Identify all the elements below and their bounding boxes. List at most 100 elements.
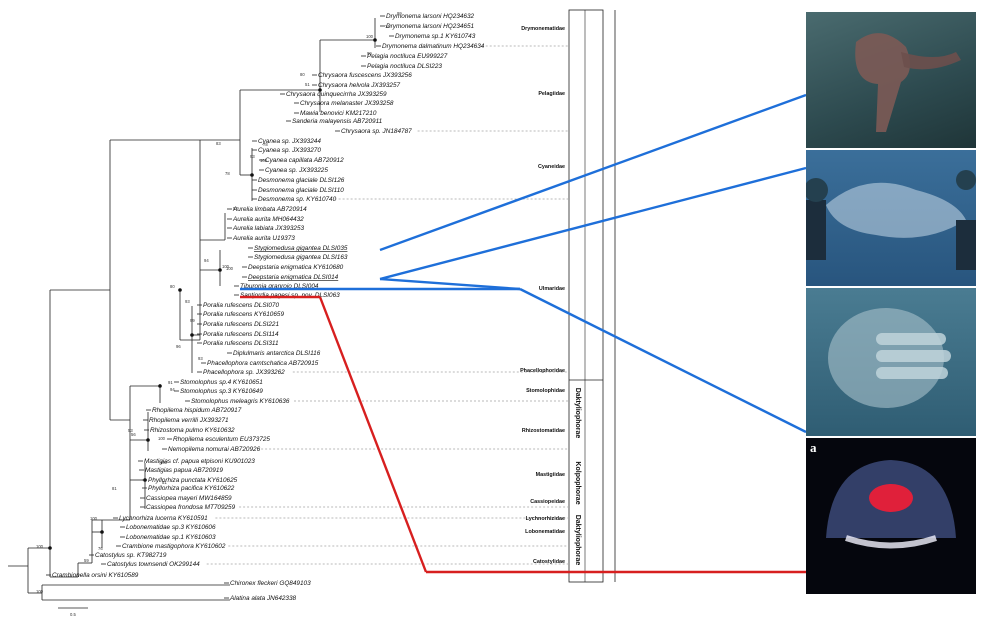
- family-label: Stomolophidae: [526, 388, 565, 394]
- support-value: 100: [90, 516, 98, 521]
- support-value: 94: [204, 258, 209, 263]
- taxon-label: Stygiomedusa gigantea DLSI035: [254, 245, 348, 252]
- taxon-label: Stygiomedusa gigantea DLSI163: [254, 254, 348, 261]
- photo-deepstaria: [806, 150, 976, 286]
- taxon-label: Cyanea capillata AB720912: [265, 157, 344, 164]
- suborder-label: Daktyliophorae: [574, 515, 581, 566]
- taxon-label: Drymonema larsoni HQ234651: [386, 23, 475, 30]
- support-value: 94: [170, 387, 175, 392]
- taxon-label: Drymonema sp.1 KY610743: [395, 33, 476, 40]
- taxon-label: Sanderia malayensis AB720911: [292, 118, 383, 125]
- taxon-label: Lobonematidae sp.1 KY610603: [126, 534, 216, 541]
- taxon-label: Catostylus townsendi OK299144: [107, 561, 200, 568]
- taxon-label: Alatina alata JN642338: [229, 595, 297, 602]
- support-value: 74: [385, 24, 390, 29]
- support-value: 80: [170, 284, 175, 289]
- taxon-label: Phacellophora sp. JX393262: [203, 369, 285, 376]
- taxon-label: Rhopilema verrilli JX393271: [149, 417, 229, 424]
- jellyfish-silhouette-2: [806, 170, 976, 270]
- taxon-label: Chrysaora melanaster JX393258: [300, 100, 394, 107]
- support-value: 93: [250, 154, 255, 159]
- support-value: 51: [162, 480, 167, 485]
- taxon-label: Deepstaria enigmatica DLSI014: [248, 274, 339, 281]
- family-label: Catostylidae: [533, 559, 565, 565]
- taxon-label: Desmonema glaciale DLSI110: [258, 187, 344, 194]
- family-label: Cyaneidae: [538, 164, 565, 170]
- taxon-label: Poralia rufescens DLSI221: [203, 321, 279, 328]
- family-label: Ulmaridae: [539, 286, 565, 292]
- family-label: Mastigiidae: [536, 472, 565, 478]
- support-value: 51: [305, 82, 310, 87]
- support-value: 57: [233, 206, 238, 211]
- taxon-label: Cassiopea frondosa MT709259: [146, 504, 236, 511]
- taxon-label: Desmonema glaciale DLSI126: [258, 177, 345, 184]
- taxon-label: Stomolophus sp.3 KY610649: [180, 388, 263, 395]
- support-value: 100: [36, 589, 44, 594]
- support-value: 93: [185, 299, 190, 304]
- support-value: 100: [226, 266, 234, 271]
- support-value: 100: [260, 158, 268, 163]
- support-value: 80: [300, 72, 305, 77]
- taxon-label: Poralia rufescens DLSI070: [203, 302, 279, 309]
- photo-stygiomedusa: [806, 12, 976, 148]
- taxon-label: Aurelia limbata AB720914: [232, 206, 307, 213]
- taxon-label: Desmonema sp. KY610740: [258, 196, 337, 203]
- support-value: 76: [98, 546, 103, 551]
- taxon-label: Mastigias cf. papua etpisoni KU901023: [144, 458, 255, 465]
- jellyfish-silhouette-4: [826, 460, 956, 549]
- taxon-label: Crambione mastigophora KY610602: [122, 543, 226, 550]
- family-label: Pelagiidae: [538, 91, 565, 97]
- taxon-label: Poralia rufescens DLSI114: [203, 331, 279, 338]
- taxon-label: Drymonema dalmatinum HQ234634: [382, 43, 485, 50]
- taxon-label: Chrysaora fuscescens JX393256: [318, 72, 412, 79]
- taxon-label: Drymonema larsoni HQ234632: [386, 13, 475, 20]
- support-value: 83: [216, 141, 221, 146]
- family-label: Lychnorhizidae: [526, 516, 565, 522]
- taxon-label: Phyllorhiza pacifica KY610622: [148, 485, 235, 492]
- taxon-label: Aurelia aurita MH064432: [232, 216, 304, 223]
- taxon-label: Stomolophus meleagris KY610636: [191, 398, 290, 405]
- family-labels: DrymonematidaePelagiidaeCyaneidaeUlmarid…: [520, 26, 565, 565]
- taxon-label: Deepstaria enigmatica KY610680: [248, 264, 344, 271]
- taxon-label: Chrysaora sp. JN184787: [341, 128, 412, 135]
- taxon-label: Stomolophus sp.4 KY610651: [180, 379, 263, 386]
- family-label: Phacellophoridae: [520, 368, 565, 374]
- support-values: 9974100998051789310078835710010094809399…: [36, 11, 402, 594]
- support-value: 96: [176, 344, 181, 349]
- taxon-label: Santjordia pagesi sp. nov. DLSI063: [240, 292, 340, 299]
- support-value: 100: [222, 264, 230, 269]
- taxon-label: Rhopilema esculentum EU373725: [173, 436, 270, 443]
- support-value: 99: [367, 51, 372, 56]
- taxon-label: Mastigias papua AB720919: [145, 467, 223, 474]
- support-value: 100: [158, 436, 166, 441]
- taxon-label: Crambionella orsini KY610589: [52, 572, 139, 579]
- taxon-label: Poralia rufescens DLSI311: [203, 340, 279, 347]
- family-label: Drymonematidae: [521, 26, 565, 32]
- support-value: 93: [198, 356, 203, 361]
- taxon-label: Rhopilema hispidum AB720917: [152, 407, 242, 414]
- taxon-label: Poralia rufescens KY610659: [203, 311, 284, 318]
- taxon-label: Cyanea sp. JX393270: [258, 147, 321, 154]
- photo-santjordia: a: [806, 438, 976, 594]
- support-value: 99: [190, 318, 195, 323]
- taxon-label: Chrysaora helvola JX393257: [318, 82, 401, 89]
- taxon-label: Phacellophora camtschatica AB720915: [207, 360, 319, 367]
- taxon-label: Rhizostoma pulmo KY610632: [150, 427, 235, 434]
- support-value: 56: [131, 432, 136, 437]
- support-value: 81: [112, 486, 117, 491]
- family-label: Cassiopeidae: [530, 499, 565, 505]
- taxon-label: Aurelia aurita U19373: [232, 235, 295, 242]
- support-value: 100: [160, 460, 168, 465]
- support-value: 100: [36, 544, 44, 549]
- taxon-label: Diplulmaris antarctica DLSI116: [233, 350, 321, 357]
- family-label: Rhizostomatidae: [522, 428, 565, 434]
- taxon-label: Aurelia labiata JX393253: [232, 225, 305, 232]
- taxon-label: Cassiopea mayeri MW164859: [146, 495, 232, 502]
- node-markers: [48, 38, 377, 550]
- support-value: 78: [225, 171, 230, 176]
- support-value: 100: [366, 34, 374, 39]
- jellyfish-silhouette-1: [855, 33, 961, 132]
- family-frame: [568, 9, 604, 583]
